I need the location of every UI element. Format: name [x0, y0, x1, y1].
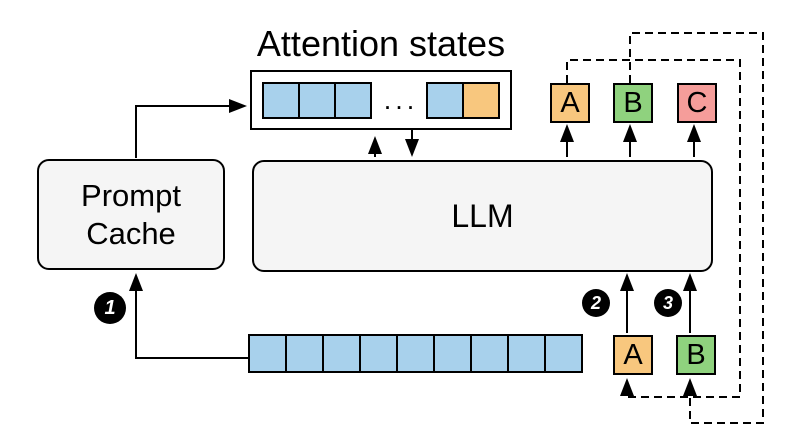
input-token-B: B [676, 335, 716, 375]
prompt-cache-label-line1: Prompt [81, 177, 181, 213]
step-1-badge: 1 [94, 292, 126, 324]
input-token-A: A [613, 335, 653, 375]
output-token-B: B [613, 83, 653, 123]
prompt-cache-box: Prompt Cache [37, 159, 225, 270]
prompt-token [470, 334, 509, 373]
attention-ellipsis: ... [383, 84, 419, 115]
output-token-C: C [677, 83, 717, 123]
prompt-token [248, 334, 287, 373]
arrow-prompt-tokens-to-prompt-cache [129, 273, 248, 359]
step-2-badge: 2 [582, 289, 610, 317]
attention-recent-states [426, 81, 500, 119]
llm-box: LLM [252, 160, 713, 272]
attention-states-title: Attention states [256, 23, 506, 64]
attention-state-cell-new [462, 81, 500, 119]
prompt-cache-label-line2: Cache [86, 215, 176, 251]
attention-state-cell [334, 81, 372, 119]
prompt-token [396, 334, 435, 373]
prompt-token [285, 334, 324, 373]
attention-states-box: ... [250, 70, 512, 130]
prompt-token [322, 334, 361, 373]
prompt-token-row [248, 334, 583, 373]
attention-state-cell [262, 81, 300, 119]
attention-state-cell [298, 81, 336, 119]
step-3-badge: 3 [654, 289, 682, 317]
prompt-token [544, 334, 583, 373]
attention-cached-states [262, 81, 372, 119]
prompt-token [433, 334, 472, 373]
prompt-token [359, 334, 398, 373]
output-token-A: A [550, 83, 590, 123]
arrow-prompt-cache-to-attention [135, 99, 247, 158]
prompt-token [507, 334, 546, 373]
attention-state-cell [426, 81, 464, 119]
